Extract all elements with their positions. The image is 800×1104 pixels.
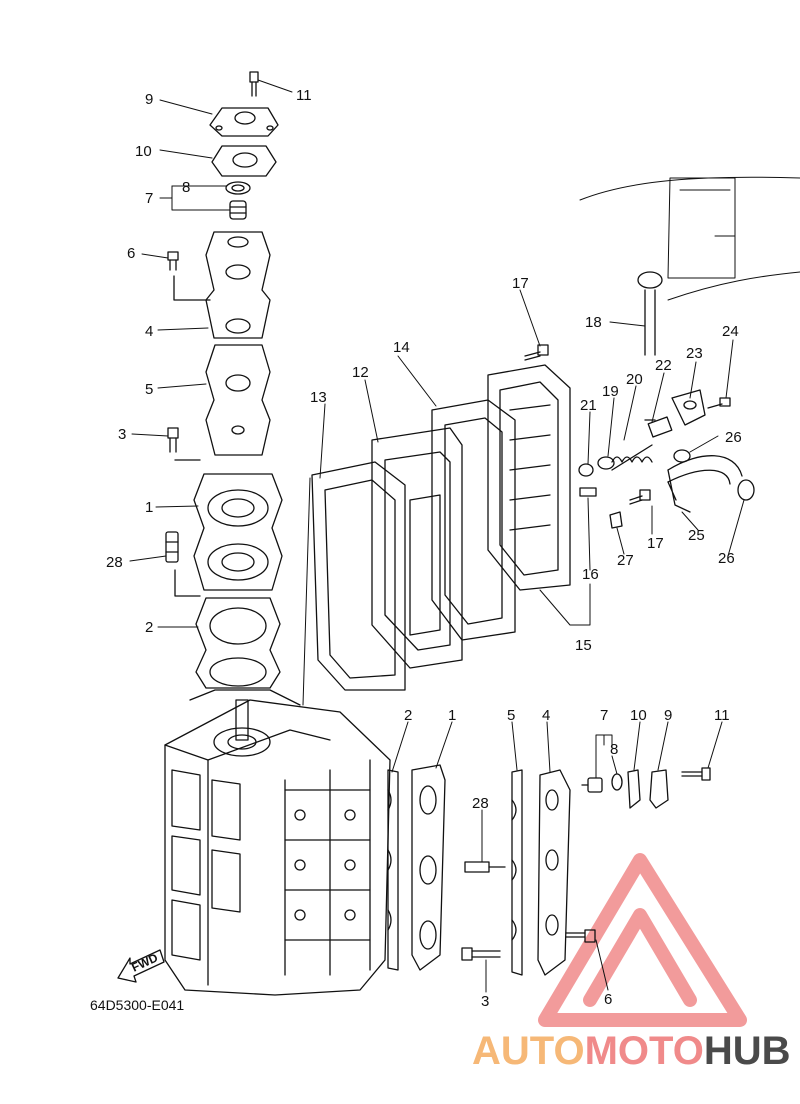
- part-code: 64D5300-E041: [90, 997, 184, 1013]
- callout-26b: 26: [718, 550, 735, 567]
- callout-7: 7: [145, 190, 153, 207]
- watermark-auto: AUTO: [472, 1029, 585, 1073]
- callout-b8: 8: [610, 741, 618, 758]
- callout-26a: 26: [725, 429, 742, 446]
- exhaust-gasket-14: [431, 399, 516, 641]
- callout-18: 18: [585, 314, 602, 331]
- callout-b3: 3: [481, 993, 489, 1010]
- thermostat-cover-assembly: [165, 71, 283, 689]
- leader-lines: [129, 79, 745, 993]
- callout-23: 23: [686, 345, 703, 362]
- callout-17a: 17: [512, 275, 529, 292]
- callout-b7: 7: [600, 707, 608, 724]
- callout-28: 28: [106, 554, 123, 571]
- engine-cowling-outline: [579, 176, 800, 301]
- callout-14: 14: [393, 339, 410, 356]
- exhaust-cover-15: [487, 364, 571, 591]
- watermark-hub: HUB: [703, 1029, 791, 1073]
- callout-12: 12: [352, 364, 369, 381]
- exhaust-gasket-13: [311, 461, 406, 691]
- callout-5: 5: [145, 381, 153, 398]
- callout-3: 3: [118, 426, 126, 443]
- callout-16: 16: [582, 566, 599, 583]
- callout-25: 25: [688, 527, 705, 544]
- side-view-exploded: [387, 764, 711, 976]
- callouts-left: 11 9 10 8 7 6 4 5 3 1 28 2: [106, 87, 312, 636]
- callout-b4: 4: [542, 707, 550, 724]
- callout-b5: 5: [507, 707, 515, 724]
- callout-15: 15: [575, 637, 592, 654]
- callout-2: 2: [145, 619, 153, 636]
- cooling-hose-parts: [578, 271, 755, 529]
- callout-b2: 2: [404, 707, 412, 724]
- callouts-bottom: 2 1 5 4 7 10 9 11 8 28 3 6: [404, 707, 730, 1010]
- watermark-text: AUTOMOTOHUB: [472, 1026, 794, 1076]
- callout-b9: 9: [664, 707, 672, 724]
- callout-b28: 28: [472, 795, 489, 812]
- callout-1: 1: [145, 499, 153, 516]
- callout-19: 19: [602, 383, 619, 400]
- callout-b6: 6: [604, 991, 612, 1008]
- callout-22: 22: [655, 357, 672, 374]
- watermark-moto: MOTO: [584, 1029, 704, 1073]
- callout-9: 9: [145, 91, 153, 108]
- callout-8: 8: [182, 179, 190, 196]
- callout-11: 11: [296, 87, 312, 104]
- callout-6: 6: [127, 245, 135, 262]
- callout-17b: 17: [647, 535, 664, 552]
- watermark-logo-shape: [538, 853, 747, 1027]
- exhaust-inner-plate-12: [371, 427, 463, 669]
- callout-13: 13: [310, 389, 327, 406]
- cylinder-block: [164, 689, 391, 996]
- callout-27: 27: [617, 552, 634, 569]
- callout-4: 4: [145, 323, 153, 340]
- callout-b1: 1: [448, 707, 456, 724]
- callouts-center: 17 18 24 14 23 12 22 20 19 13 21 26 17 2…: [310, 275, 742, 654]
- callout-10: 10: [135, 143, 152, 160]
- callout-20: 20: [626, 371, 643, 388]
- callout-b10: 10: [630, 707, 647, 724]
- bolt-17-top: [524, 344, 549, 361]
- callout-b11: 11: [714, 707, 730, 724]
- forward-arrow-icon: [117, 949, 165, 983]
- callout-21: 21: [580, 397, 597, 414]
- callout-24: 24: [722, 323, 739, 340]
